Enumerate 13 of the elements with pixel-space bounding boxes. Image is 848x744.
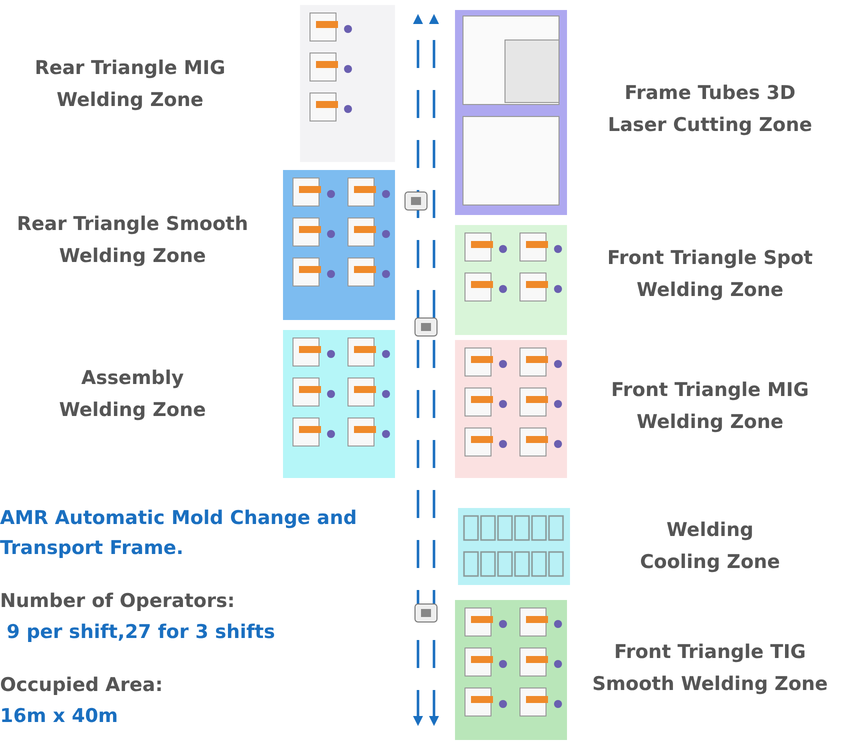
info-note: AMR Automatic Mold Change and Transport Frame. [0, 506, 358, 561]
zone-label: Welding Cooling Zone [638, 518, 782, 575]
info-note: 9 per shift,27 for 3 shifts [6, 620, 276, 645]
info-note: 16m x 40m [0, 704, 118, 729]
zone-label: Front Triangle Spot Welding Zone [606, 246, 814, 303]
info-note: Number of Operators: [0, 589, 235, 614]
zone-label: Rear Triangle Smooth Welding Zone [16, 212, 250, 269]
info-note: Occupied Area: [0, 673, 163, 698]
zone-label: Front Triangle TIG Smooth Welding Zone [591, 640, 829, 697]
zone-label: Frame Tubes 3D Laser Cutting Zone [606, 81, 814, 138]
zone-label: Rear Triangle MIG Welding Zone [34, 56, 226, 113]
zone-label: Assembly Welding Zone [58, 366, 207, 423]
zone-label: Front Triangle MIG Welding Zone [610, 378, 810, 435]
